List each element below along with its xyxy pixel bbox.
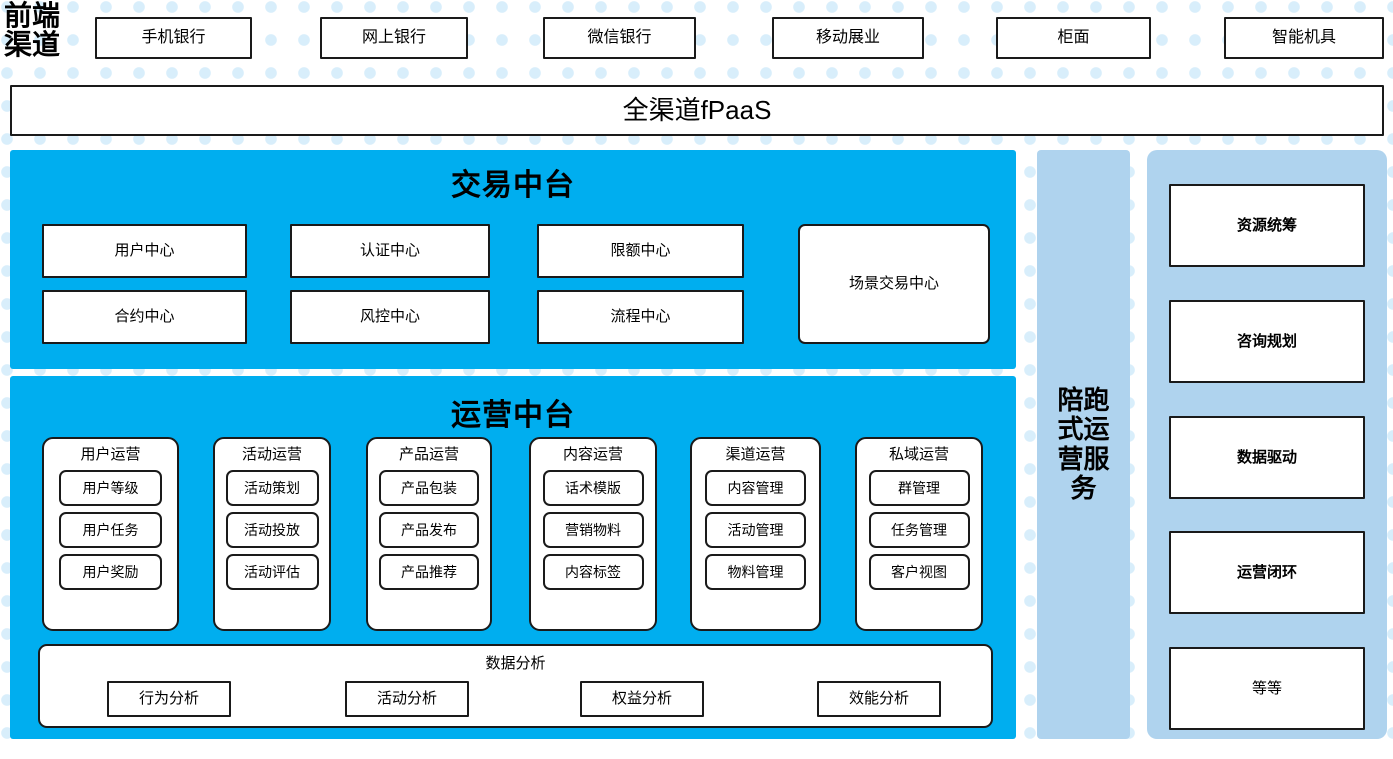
data-analysis-title: 数据分析	[485, 655, 546, 672]
ops-column-title: 用户运营	[80, 446, 141, 463]
ops-column-title: 私域运营	[888, 446, 949, 463]
ops-item[interactable]: 用户任务	[59, 512, 162, 548]
trade-center-title: 交易中台	[451, 169, 575, 202]
channel-box-mobile-biz[interactable]: 移动展业	[772, 17, 924, 59]
trade-box-contract-center[interactable]: 合约中心	[42, 290, 247, 344]
ops-item[interactable]: 用户等级	[59, 470, 162, 506]
ops-item[interactable]: 客户视图	[868, 554, 970, 590]
ops-item[interactable]: 群管理	[868, 470, 970, 506]
capability-box-data-driven[interactable]: 数据驱动	[1169, 416, 1365, 499]
accompanying-operation-service-label: 陪跑式运营服务	[1057, 385, 1110, 503]
ops-item[interactable]: 产品发布	[379, 512, 479, 548]
trade-box-user-center[interactable]: 用户中心	[42, 224, 247, 278]
channel-box-wechat-bank[interactable]: 微信银行	[543, 17, 696, 59]
ops-item[interactable]: 产品推荐	[379, 554, 479, 590]
ops-column-title: 产品运营	[398, 446, 459, 463]
trade-box-process-center[interactable]: 流程中心	[537, 290, 744, 344]
trade-box-scene-transaction-center[interactable]: 场景交易中心	[798, 224, 990, 344]
ops-item[interactable]: 活动评估	[225, 554, 319, 590]
ops-item[interactable]: 内容标签	[542, 554, 644, 590]
accompanying-operation-service-column: 陪跑式运营服务	[1037, 150, 1130, 739]
ops-item[interactable]: 产品包装	[379, 470, 479, 506]
channel-box-smart-machine[interactable]: 智能机具	[1224, 17, 1384, 59]
ops-column-title: 内容运营	[562, 446, 623, 463]
data-analysis-band: 数据分析 行为分析 活动分析 权益分析 效能分析	[38, 644, 993, 728]
ops-column-product: 产品运营 产品包装 产品发布 产品推荐	[366, 437, 492, 631]
channel-box-online-bank[interactable]: 网上银行	[320, 17, 468, 59]
capability-box-operation-closed-loop[interactable]: 运营闭环	[1169, 531, 1365, 614]
channel-box-counter[interactable]: 柜面	[996, 17, 1151, 59]
fpaas-bar[interactable]: 全渠道fPaaS	[10, 85, 1384, 136]
trade-center-panel: 交易中台 用户中心 认证中心 限额中心 合约中心 风控中心 流程中心 场景交易中…	[10, 150, 1016, 369]
ops-column-content: 内容运营 话术模版 营销物料 内容标签	[529, 437, 657, 631]
ops-item[interactable]: 活动管理	[705, 512, 806, 548]
ops-column-private-domain: 私域运营 群管理 任务管理 客户视图	[855, 437, 983, 631]
frontend-channel-label-line2: 渠道	[4, 30, 61, 62]
trade-box-limit-center[interactable]: 限额中心	[537, 224, 744, 278]
ops-column-activity: 活动运营 活动策划 活动投放 活动评估	[213, 437, 331, 631]
channel-box-mobile-bank[interactable]: 手机银行	[95, 17, 252, 59]
frontend-channel-label: 前端 渠道	[4, 2, 88, 61]
frontend-channel-label-line1: 前端	[4, 1, 61, 32]
ops-column-channel: 渠道运营 内容管理 活动管理 物料管理	[690, 437, 821, 631]
ops-column-title: 活动运营	[241, 446, 302, 463]
capability-panel: 资源统筹 咨询规划 数据驱动 运营闭环 等等	[1147, 150, 1387, 739]
capability-box-etc[interactable]: 等等	[1169, 647, 1365, 730]
ops-item[interactable]: 内容管理	[705, 470, 806, 506]
ops-item[interactable]: 物料管理	[705, 554, 806, 590]
data-analysis-item-behavior[interactable]: 行为分析	[107, 681, 231, 717]
ops-item[interactable]: 活动投放	[225, 512, 319, 548]
trade-box-auth-center[interactable]: 认证中心	[290, 224, 490, 278]
ops-item[interactable]: 用户奖励	[59, 554, 162, 590]
ops-column-title: 渠道运营	[725, 446, 786, 463]
ops-item[interactable]: 活动策划	[225, 470, 319, 506]
capability-box-resource-coordination[interactable]: 资源统筹	[1169, 184, 1365, 267]
capability-box-consulting-planning[interactable]: 咨询规划	[1169, 300, 1365, 383]
data-analysis-item-benefit[interactable]: 权益分析	[580, 681, 704, 717]
trade-box-risk-center[interactable]: 风控中心	[290, 290, 490, 344]
data-analysis-item-efficiency[interactable]: 效能分析	[817, 681, 941, 717]
ops-center-title: 运营中台	[451, 399, 575, 432]
ops-column-user: 用户运营 用户等级 用户任务 用户奖励	[42, 437, 179, 631]
data-analysis-item-activity[interactable]: 活动分析	[345, 681, 469, 717]
ops-item[interactable]: 任务管理	[868, 512, 970, 548]
ops-item[interactable]: 营销物料	[542, 512, 644, 548]
ops-item[interactable]: 话术模版	[542, 470, 644, 506]
